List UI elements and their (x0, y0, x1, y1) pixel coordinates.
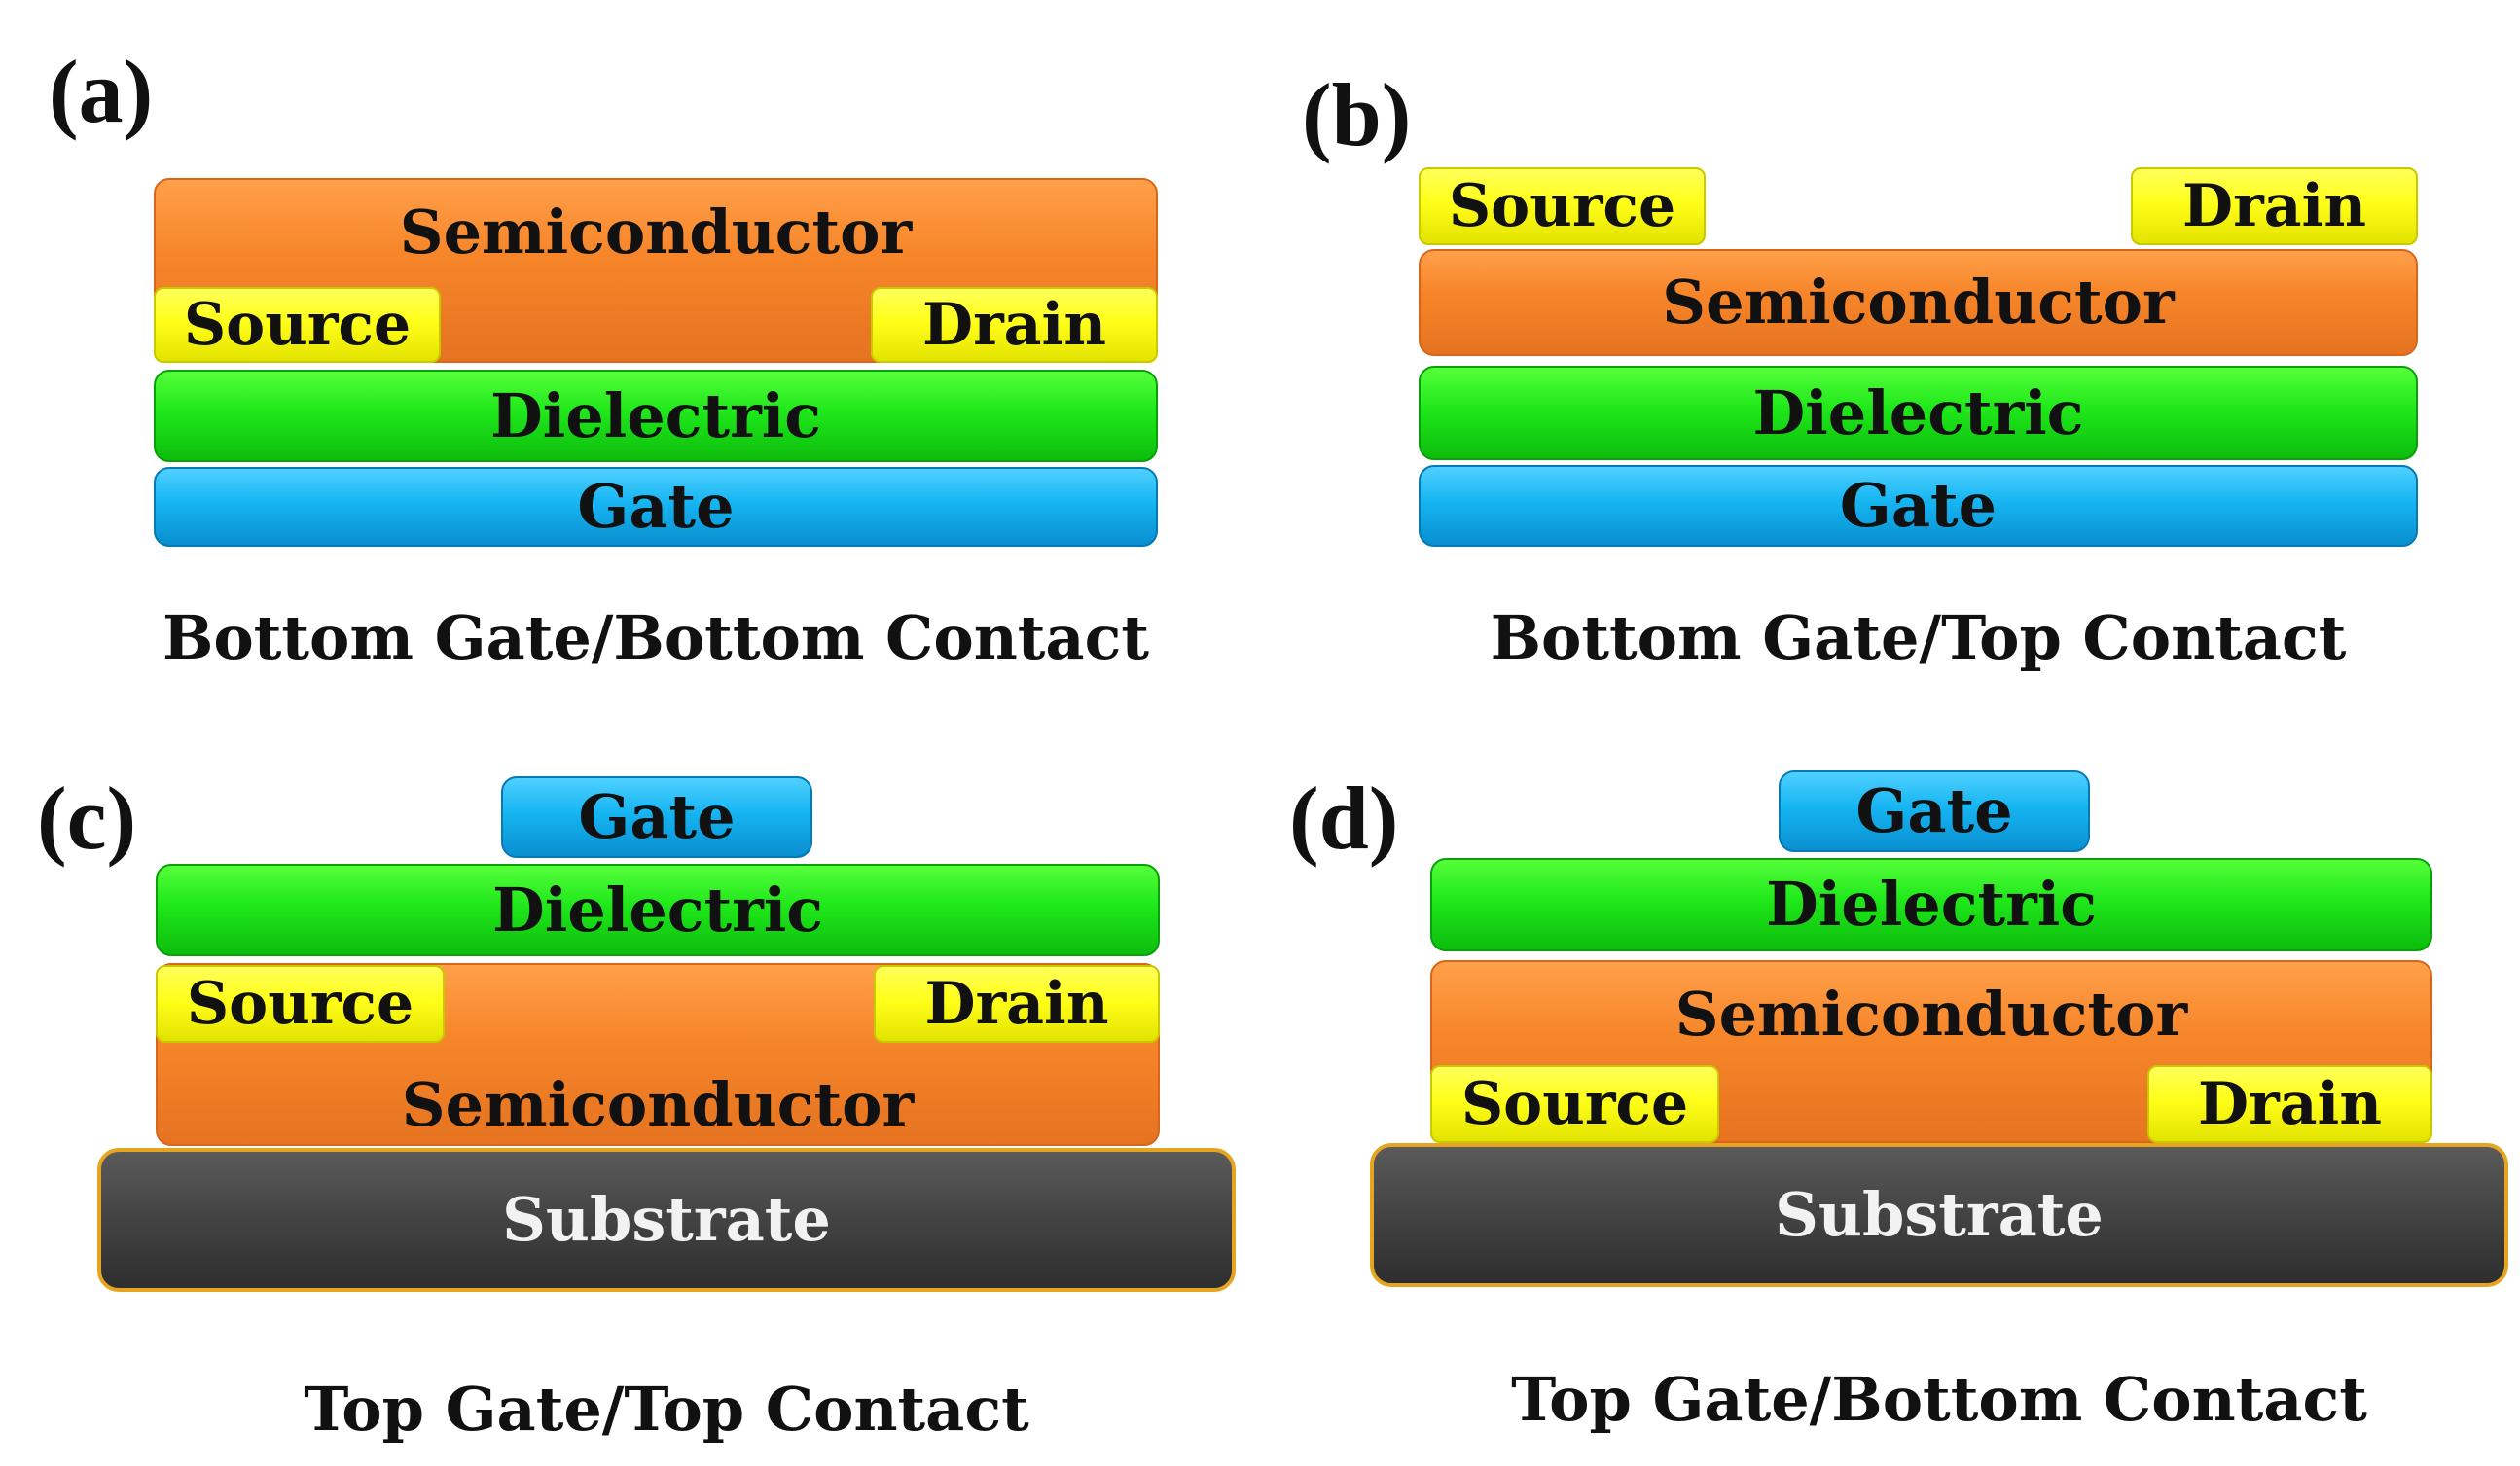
panel-c-caption: Top Gate/Top Contact (304, 1374, 1029, 1445)
panel-b-semiconductor: Semiconductor (1419, 249, 2418, 356)
panel-d-drain: Drain (2147, 1065, 2432, 1143)
panel-b-caption: Bottom Gate/Top Contact (1490, 602, 2347, 673)
panel-b-drain: Drain (2131, 167, 2418, 245)
panel-c-source: Source (156, 965, 445, 1043)
panel-d-semiconductor-label: Semiconductor (1674, 979, 2188, 1050)
panel-c-drain: Drain (874, 965, 1160, 1043)
panel-d-source: Source (1430, 1065, 1719, 1143)
panel-c-gate: Gate (501, 776, 812, 858)
panel-a-drain: Drain (871, 287, 1158, 363)
panel-d-substrate: Substrate (1370, 1143, 2508, 1287)
panel-c-substrate: Substrate (97, 1148, 1236, 1292)
panel-a-dielectric: Dielectric (154, 370, 1158, 462)
panel-d-gate: Gate (1779, 770, 2090, 852)
panel-a-gate: Gate (154, 467, 1158, 547)
panel-a-semiconductor-label: Semiconductor (399, 197, 913, 268)
panel-b-gate: Gate (1419, 465, 2418, 547)
panel-c-letter: (c) (37, 769, 137, 868)
panel-d-dielectric: Dielectric (1430, 858, 2432, 951)
panel-b-dielectric: Dielectric (1419, 366, 2418, 460)
panel-b-source: Source (1419, 167, 1706, 245)
panel-b-letter: (b) (1302, 65, 1412, 164)
panel-a-letter: (a) (49, 42, 154, 141)
panel-d-caption: Top Gate/Bottom Contact (1511, 1364, 2367, 1435)
panel-c-dielectric: Dielectric (156, 864, 1160, 956)
panel-a-caption: Bottom Gate/Bottom Contact (162, 602, 1149, 673)
panel-a-source: Source (154, 287, 441, 363)
panel-c-semiconductor-label: Semiconductor (401, 1069, 915, 1140)
panel-d-letter: (d) (1289, 769, 1399, 868)
